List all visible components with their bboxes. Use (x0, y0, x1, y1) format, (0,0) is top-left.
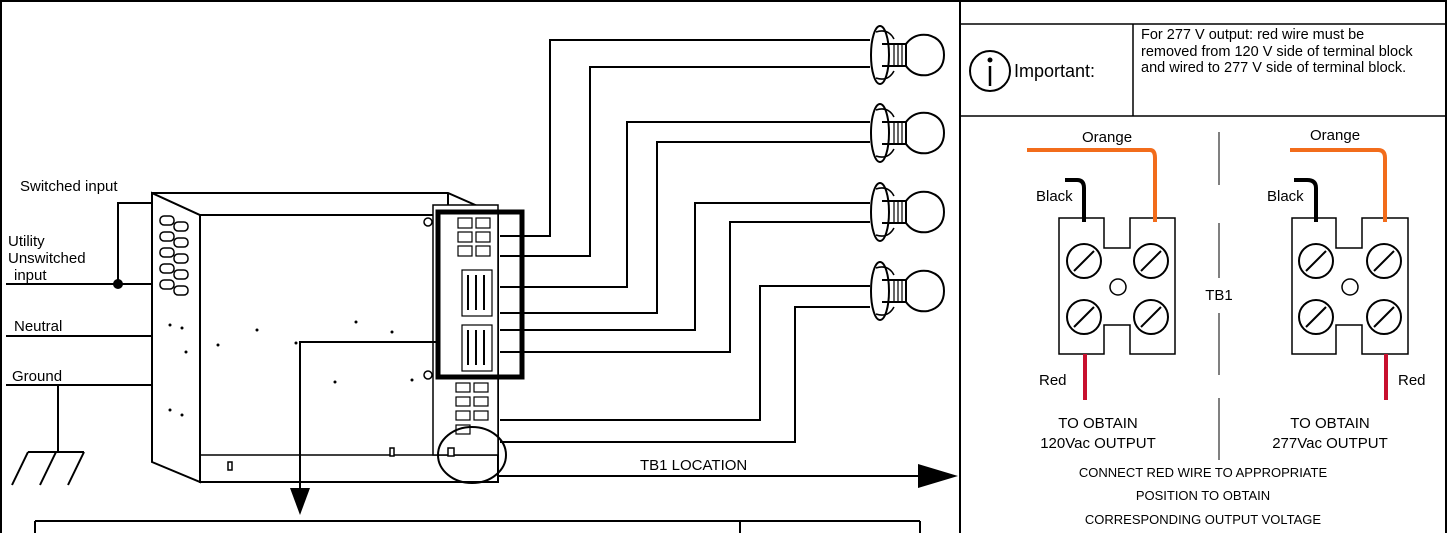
switched-input-label: Switched input (20, 178, 118, 195)
footer-line1: CONNECT RED WIRE TO APPROPRIATE (1079, 465, 1328, 480)
important-note: For 277 V output: red wire must be remov… (1141, 27, 1413, 76)
red-label: Red (1398, 372, 1426, 389)
enclosure (151, 191, 499, 484)
utility-label: Utility (8, 233, 45, 250)
output-wiring (299, 39, 930, 490)
black-wire (1065, 178, 1086, 222)
black-label: Black (1267, 188, 1304, 205)
bulb-icon (870, 25, 945, 85)
caption-277v-line1: TO OBTAIN (1290, 415, 1369, 432)
footer-line3: CORRESPONDING OUTPUT VOLTAGE (1085, 512, 1322, 527)
junction-dot (113, 279, 123, 289)
orange-wire (1027, 148, 1157, 222)
module-highlight-box (435, 209, 525, 380)
info-icon (969, 50, 1011, 92)
bulb-icon (870, 261, 945, 321)
tb1-label: TB1 (1205, 287, 1233, 304)
table-stub (34, 520, 921, 533)
terminal-block-277v (1291, 217, 1409, 355)
right-arrow (918, 464, 958, 488)
bulb-icon (870, 103, 945, 163)
bulb-icon (870, 182, 945, 242)
down-arrow (290, 488, 310, 515)
orange-label: Orange (1082, 129, 1132, 146)
tb1-location-circle (437, 426, 507, 484)
neutral-label: Neutral (14, 318, 62, 335)
caption-277v-line2: 277Vac OUTPUT (1272, 435, 1388, 452)
orange-wire (1290, 148, 1387, 222)
unswitched-label: Unswitched (8, 250, 86, 267)
red-label: Red (1039, 372, 1067, 389)
footer-line2: POSITION TO OBTAIN (1136, 488, 1270, 503)
terminal-block-120v (1058, 217, 1176, 355)
black-wire (1294, 178, 1318, 222)
keyholes (227, 217, 455, 471)
important-label: Important: (1014, 61, 1095, 81)
black-label: Black (1036, 188, 1073, 205)
caption-120v-line2: 120Vac OUTPUT (1040, 435, 1156, 452)
knockouts (159, 215, 189, 296)
caption-120v-line1: TO OBTAIN (1058, 415, 1137, 432)
input-wiring (6, 202, 152, 486)
tb1-location-label: TB1 LOCATION (640, 457, 747, 474)
module-terminals (467, 275, 485, 365)
orange-label: Orange (1310, 127, 1360, 144)
ground-label: Ground (12, 368, 62, 385)
input-label: input (14, 267, 47, 284)
screw-holes (168, 320, 414, 417)
